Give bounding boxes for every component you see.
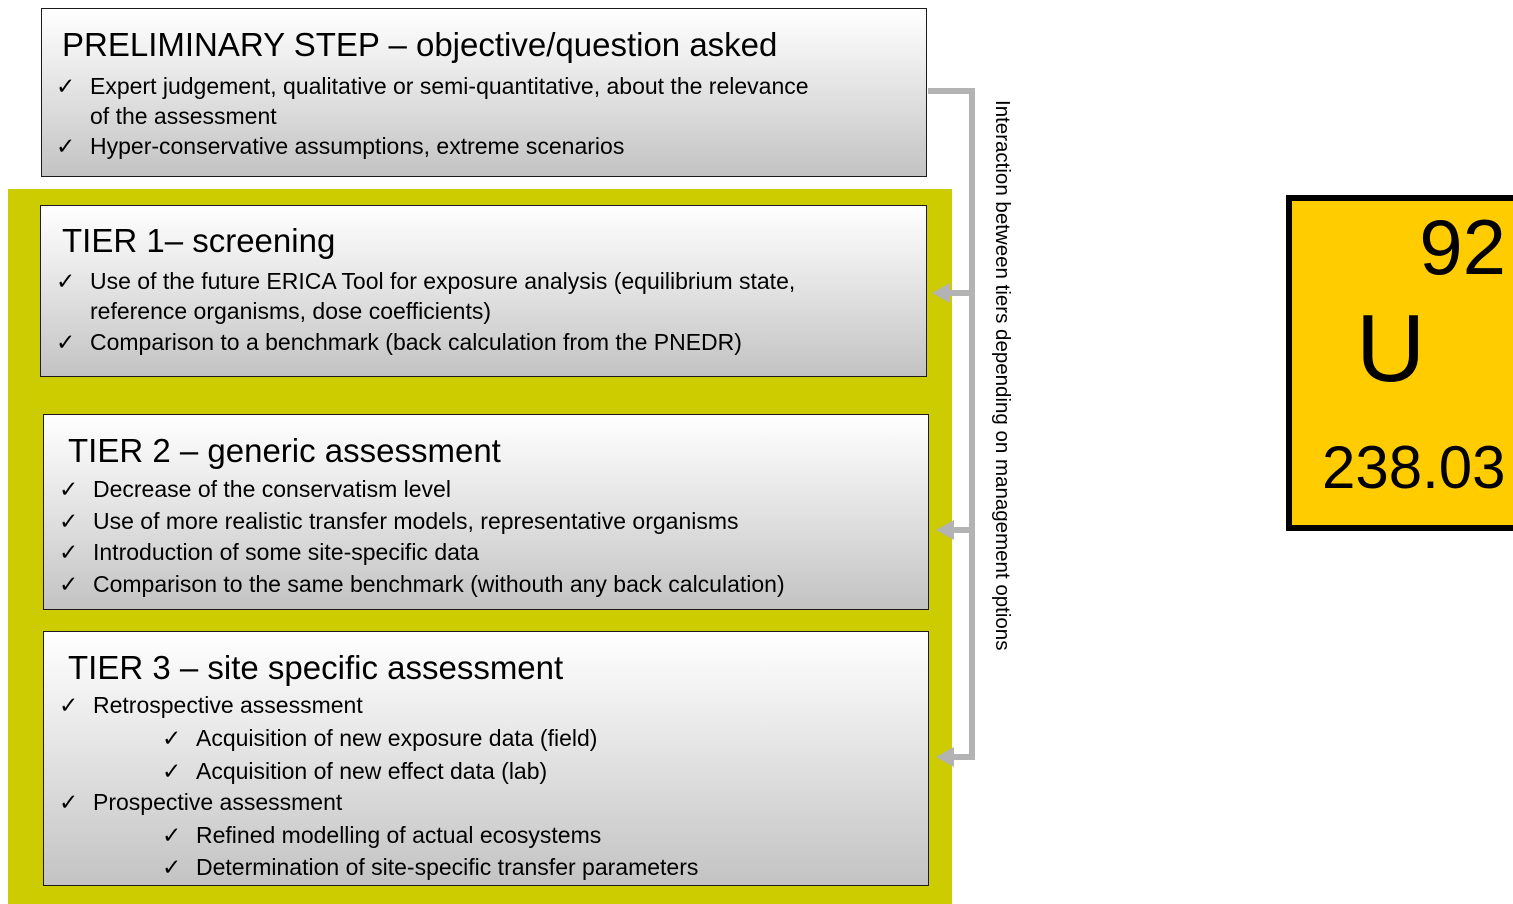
tier3-subitem: ✓Refined modelling of actual ecosystems (162, 822, 602, 848)
check-icon: ✓ (59, 508, 79, 534)
check-icon: ✓ (59, 476, 79, 502)
check-icon: ✓ (59, 571, 79, 597)
tier2-box: TIER 2 – generic assessment ✓Decrease of… (43, 414, 929, 610)
check-icon: ✓ (162, 854, 182, 880)
tier3-subitem: ✓Acquisition of new exposure data (field… (162, 725, 598, 751)
atomic-mass: 238.03 (1322, 434, 1506, 501)
tier2-item: ✓Decrease of the conservatism level (59, 476, 451, 502)
arrow-tier3 (936, 747, 954, 767)
preliminary-step-box: PRELIMINARY STEP – objective/question as… (41, 8, 927, 177)
uranium-element-tile: 92 U 238.03 (1286, 195, 1513, 531)
check-icon: ✓ (59, 539, 79, 565)
preliminary-item: ✓Hyper-conservative assumptions, extreme… (56, 133, 625, 159)
tier3-item: ✓Retrospective assessment (59, 692, 363, 718)
arrow-tier2 (936, 520, 954, 540)
preliminary-step-title: PRELIMINARY STEP – objective/question as… (62, 26, 778, 63)
tier3-box: TIER 3 – site specific assessment ✓Retro… (43, 631, 929, 886)
preliminary-item: ✓Expert judgement, qualitative or semi-q… (56, 73, 809, 99)
check-icon: ✓ (56, 268, 76, 294)
element-symbol: U (1356, 295, 1426, 402)
tier1-title: TIER 1– screening (62, 222, 336, 259)
tier1-box: TIER 1– screening ✓Use of the future ERI… (40, 205, 927, 377)
tier3-title: TIER 3 – site specific assessment (68, 649, 564, 686)
check-icon: ✓ (162, 725, 182, 751)
tier2-item: ✓Introduction of some site-specific data (59, 539, 480, 565)
tier3-subitem: ✓Acquisition of new effect data (lab) (162, 758, 548, 784)
tier2-item: ✓Comparison to the same benchmark (witho… (59, 571, 785, 597)
check-icon: ✓ (59, 692, 79, 718)
tier2-item: ✓Use of more realistic transfer models, … (59, 508, 739, 534)
check-icon: ✓ (162, 822, 182, 848)
tier2-title: TIER 2 – generic assessment (68, 432, 501, 469)
tier1-item-continued: reference organisms, dose coefficients) (90, 298, 491, 324)
check-icon: ✓ (56, 73, 76, 99)
check-icon: ✓ (59, 789, 79, 815)
interaction-label: Interaction between tiers depending on m… (991, 100, 1014, 651)
preliminary-item-continued: of the assessment (90, 103, 277, 129)
arrow-tier1 (932, 283, 950, 303)
tier3-item: ✓Prospective assessment (59, 789, 343, 815)
check-icon: ✓ (162, 758, 182, 784)
tier1-item: ✓Comparison to a benchmark (back calcula… (56, 329, 742, 355)
check-icon: ✓ (56, 329, 76, 355)
check-icon: ✓ (56, 133, 76, 159)
atomic-number: 92 (1419, 203, 1506, 291)
tier1-item: ✓Use of the future ERICA Tool for exposu… (56, 268, 796, 294)
tier3-subitem: ✓Determination of site-specific transfer… (162, 854, 699, 880)
